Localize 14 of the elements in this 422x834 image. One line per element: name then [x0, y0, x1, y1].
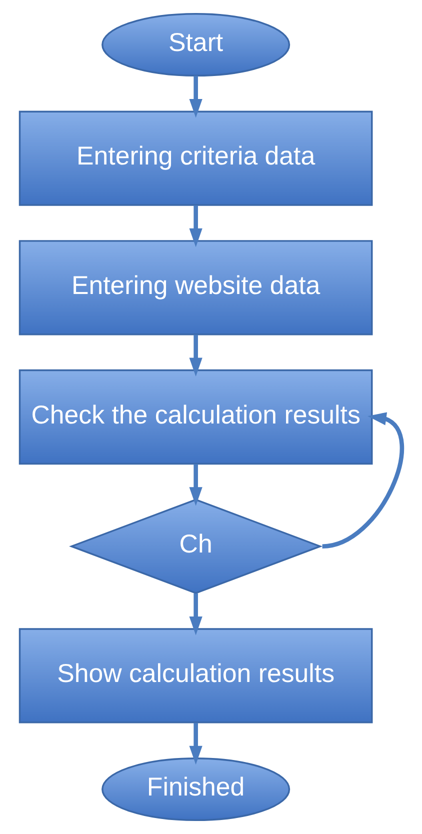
- arrow: [189, 76, 202, 118]
- node-box: Show calculation results: [18, 628, 373, 724]
- node-ellipse: Start: [102, 12, 290, 76]
- arrow: [189, 464, 202, 506]
- arrow: [189, 593, 202, 636]
- node-box: Check the calculation results: [18, 369, 373, 465]
- node-diamond: Ch: [69, 498, 323, 594]
- node-box: Entering criteria data: [18, 110, 373, 206]
- arrow: [189, 205, 202, 248]
- arrow: [189, 334, 202, 376]
- node-box: Entering website data: [18, 240, 373, 336]
- arrow: [189, 722, 202, 765]
- arrow: [322, 412, 404, 548]
- node-ellipse: Finished: [102, 758, 290, 822]
